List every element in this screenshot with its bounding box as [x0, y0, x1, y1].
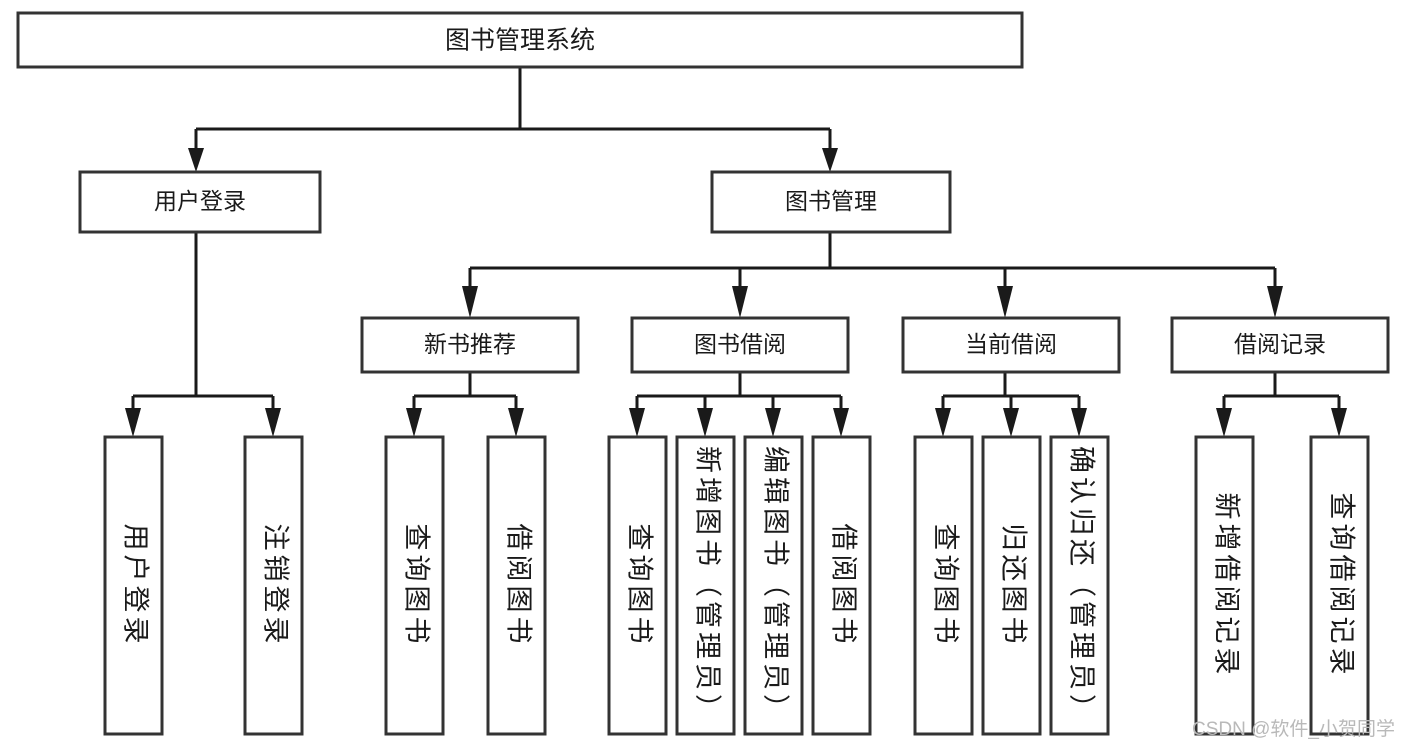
- node-borrow-record[interactable]: 借阅记录: [1170, 316, 1390, 374]
- node-book-management[interactable]: 图书管理: [710, 170, 952, 234]
- leaf-node[interactable]: 编辑图书（管理员）: [743, 435, 804, 736]
- arrow-cb-leaf-3: [1071, 408, 1087, 437]
- arrow-br-leaf-2: [1331, 408, 1347, 437]
- arrow-ul-leaf-1: [125, 408, 141, 437]
- leaf-label: 借阅图书: [828, 524, 858, 648]
- leaf-node[interactable]: 用户登录: [103, 435, 164, 736]
- arrow-br-leaf-1: [1216, 408, 1232, 437]
- node-user-login[interactable]: 用户登录: [78, 170, 322, 234]
- current-borrow-box[interactable]: [901, 316, 1121, 374]
- root-box[interactable]: [16, 11, 1024, 69]
- arrow-to-book-borrow: [732, 286, 748, 318]
- connectors-book-borrow-to-leaves: [629, 372, 849, 437]
- leaf-label: 注销登录: [260, 524, 290, 648]
- leaf-label: 用户登录: [120, 524, 150, 648]
- connectors-root-to-level2: [188, 67, 838, 172]
- leaf-label: 查询图书: [401, 524, 431, 648]
- book-borrow-box[interactable]: [630, 316, 850, 374]
- leaf-node[interactable]: 归还图书: [981, 435, 1042, 736]
- arrow-to-book-manage: [822, 148, 838, 172]
- leaf-box[interactable]: [486, 435, 547, 736]
- leaf-box[interactable]: [743, 435, 804, 736]
- leaf-node[interactable]: 新增借阅记录: [1194, 435, 1255, 736]
- arrow-bb-leaf-2: [697, 408, 713, 437]
- leaf-box[interactable]: [243, 435, 304, 736]
- arrow-bb-leaf-4: [833, 408, 849, 437]
- connectors-user-login-to-leaves: [125, 232, 281, 437]
- current-borrow-label: 当前借阅: [965, 331, 1057, 357]
- leaf-node[interactable]: 确认归还（管理员）: [1049, 435, 1110, 736]
- new-book-recommend-label: 新书推荐: [424, 331, 516, 357]
- leaf-box[interactable]: [1194, 435, 1255, 736]
- user-login-box[interactable]: [78, 170, 322, 234]
- arrow-bb-leaf-1: [629, 408, 645, 437]
- node-book-borrow[interactable]: 图书借阅: [630, 316, 850, 374]
- leaf-node[interactable]: 借阅图书: [811, 435, 872, 736]
- new-book-recommend-box[interactable]: [360, 316, 580, 374]
- leaf-label: 归还图书: [998, 524, 1028, 648]
- leaf-node[interactable]: 查询图书: [913, 435, 974, 736]
- leaf-label: 确认归还（管理员）: [1066, 446, 1096, 725]
- arrow-cb-leaf-2: [1003, 408, 1019, 437]
- arrow-to-user-login: [188, 148, 204, 172]
- leaf-node[interactable]: 注销登录: [243, 435, 304, 736]
- arrow-to-current-borrow: [997, 286, 1013, 318]
- book-borrow-label: 图书借阅: [694, 331, 786, 357]
- leaf-box[interactable]: [811, 435, 872, 736]
- leaf-label: 编辑图书（管理员）: [760, 446, 790, 725]
- leaf-label: 查询图书: [624, 524, 654, 648]
- book-management-label: 图书管理: [785, 188, 877, 214]
- book-management-box[interactable]: [710, 170, 952, 234]
- arrow-bb-leaf-3: [765, 408, 781, 437]
- leaf-label: 新增图书（管理员）: [692, 446, 722, 725]
- leaf-label: 查询借阅记录: [1326, 493, 1356, 679]
- connectors-book-manage-to-level3: [462, 232, 1283, 318]
- leaf-box[interactable]: [1049, 435, 1110, 736]
- node-current-borrow[interactable]: 当前借阅: [901, 316, 1121, 374]
- csdn-watermark: CSDN @软件_小贺同学: [1192, 719, 1395, 740]
- arrow-nb-leaf-2: [508, 408, 524, 437]
- leaf-label: 新增借阅记录: [1211, 493, 1241, 679]
- leaf-box[interactable]: [981, 435, 1042, 736]
- leaf-node[interactable]: 新增图书（管理员）: [675, 435, 736, 736]
- node-new-book-recommend[interactable]: 新书推荐: [360, 316, 580, 374]
- arrow-to-new-book: [462, 286, 478, 318]
- leaf-label: 借阅图书: [503, 524, 533, 648]
- leaf-box[interactable]: [1309, 435, 1370, 736]
- leaf-node[interactable]: 查询图书: [607, 435, 668, 736]
- leaf-node[interactable]: 查询图书: [384, 435, 445, 736]
- leaf-box[interactable]: [103, 435, 164, 736]
- connectors-borrow-record-to-leaves: [1216, 372, 1347, 437]
- leaf-node[interactable]: 借阅图书: [486, 435, 547, 736]
- borrow-record-label: 借阅记录: [1234, 331, 1326, 357]
- arrow-ul-leaf-2: [265, 408, 281, 437]
- node-root-system[interactable]: 图书管理系统: [16, 11, 1024, 69]
- connectors-current-borrow-to-leaves: [935, 372, 1087, 437]
- leaf-box[interactable]: [384, 435, 445, 736]
- root-label: 图书管理系统: [445, 27, 595, 55]
- arrow-cb-leaf-1: [935, 408, 951, 437]
- arrow-nb-leaf-1: [406, 408, 422, 437]
- borrow-record-box[interactable]: [1170, 316, 1390, 374]
- leaf-label: 查询图书: [930, 524, 960, 648]
- connectors-new-book-to-leaves: [406, 372, 524, 437]
- arrow-to-borrow-record: [1267, 286, 1283, 318]
- leaf-box[interactable]: [607, 435, 668, 736]
- user-login-label: 用户登录: [154, 188, 246, 214]
- leaf-box[interactable]: [675, 435, 736, 736]
- leaf-node[interactable]: 查询借阅记录: [1309, 435, 1370, 736]
- leaf-box[interactable]: [913, 435, 974, 736]
